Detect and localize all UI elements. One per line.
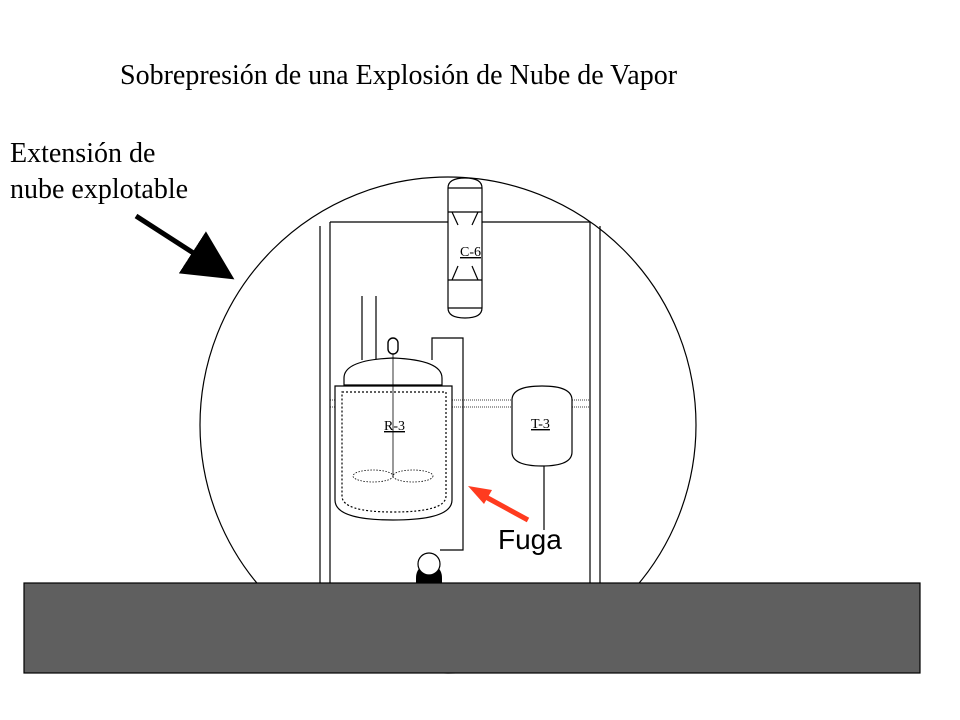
pump [416, 552, 442, 584]
structure-frame [319, 221, 601, 590]
column-c6 [447, 177, 483, 319]
reactor-vent-pipes [361, 296, 377, 360]
reactor-r3 [334, 357, 453, 521]
column-tag: C-6 [460, 245, 481, 260]
reactor-tag: R-3 [384, 419, 405, 434]
leak-label: Fuga [498, 524, 562, 555]
agitator-impeller [352, 469, 434, 483]
agitator-motor [387, 337, 399, 355]
slide-title: Sobrepresión de una Explosión de Nube de… [120, 60, 678, 91]
ground-slab [23, 582, 921, 674]
tank-t3 [511, 385, 573, 467]
cloud-pointer-arrow [134, 213, 235, 280]
tank-tag: T-3 [531, 417, 550, 432]
cloud-extent-label: Extensión de nube explotable [10, 136, 188, 208]
cloud-extent-label-line1: Extensión de [10, 138, 156, 169]
leak-pipe [431, 337, 464, 551]
leak-arrow [468, 486, 530, 523]
cloud-extent-label-line2: nube explotable [10, 174, 189, 205]
